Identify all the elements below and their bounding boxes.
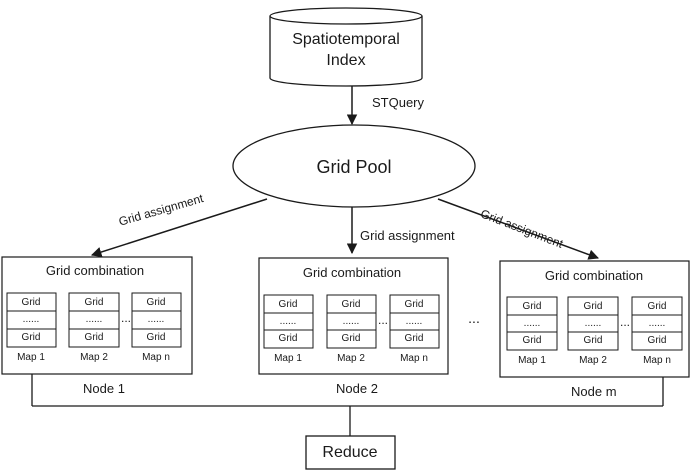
node-2-map-n-top-cell: Grid xyxy=(404,299,424,310)
node-2-map-2-label: Map 2 xyxy=(337,353,365,364)
reduce-box xyxy=(305,435,396,470)
node-2-map-gap: ... xyxy=(377,313,389,327)
node-m-map-2-top-cell: Grid xyxy=(583,301,603,312)
node-m-map-gap: ... xyxy=(619,315,631,329)
node-1-map-2-bottom-cell: Grid xyxy=(84,332,104,343)
node-m-map-1-bottom-cell: Grid xyxy=(522,335,542,346)
node-2-map-2-mid-cell: ...... xyxy=(342,316,360,327)
node-1-map-gap: ... xyxy=(120,311,132,325)
node-m-header: Grid combination xyxy=(544,268,644,283)
node-1-name: Node 1 xyxy=(83,381,125,396)
node-2-map-n-label: Map n xyxy=(400,353,428,364)
spatiotemporal-index-cylinder xyxy=(269,7,423,87)
node-1-map-2-mid-cell: ...... xyxy=(85,314,103,325)
node-m-map-n-top-cell: Grid xyxy=(647,301,667,312)
node-1-map-1-label: Map 1 xyxy=(17,352,45,363)
node-1-map-n-label: Map n xyxy=(142,352,170,363)
grid-pool-ellipse xyxy=(232,124,476,208)
node-m-map-1-label: Map 1 xyxy=(518,355,546,366)
node-1-map-2-label: Map 2 xyxy=(80,352,108,363)
node-2-map-1-bottom-cell: Grid xyxy=(278,333,298,344)
node-2-map-n-mid-cell: ...... xyxy=(405,316,423,327)
node-1-map-1-top-cell: Grid xyxy=(21,297,41,308)
node-m-map-1-mid-cell: ...... xyxy=(523,318,541,329)
map-columns xyxy=(6,292,683,351)
grid-assignment-arrow-node-m xyxy=(437,198,599,260)
node-2-map-2-bottom-cell: Grid xyxy=(341,333,361,344)
node-2-map-1-label: Map 1 xyxy=(274,353,302,364)
node-2-map-2-top-cell: Grid xyxy=(341,299,361,310)
node-2-map-1-mid-cell: ...... xyxy=(279,316,297,327)
node-1-map-1-mid-cell: ...... xyxy=(22,314,40,325)
grid-pool-label: Grid Pool xyxy=(316,157,392,177)
node-1-map-1-bottom-cell: Grid xyxy=(21,332,41,343)
node-m-map-2-bottom-cell: Grid xyxy=(583,335,603,346)
node-m-name: Node m xyxy=(571,384,617,399)
node-1-header: Grid combination xyxy=(45,263,145,278)
node-m-map-2-mid-cell: ...... xyxy=(584,318,602,329)
node-m-map-n-mid-cell: ...... xyxy=(648,318,666,329)
reduce-label: Reduce xyxy=(322,444,378,461)
index-title-line-1: Spatiotemporal xyxy=(292,31,400,48)
reduce-connector xyxy=(31,374,664,436)
stquery-label: STQuery xyxy=(372,95,425,110)
node-1-map-n-mid-cell: ...... xyxy=(147,314,165,325)
node-m-map-n-bottom-cell: Grid xyxy=(647,335,667,346)
node-2-header: Grid combination xyxy=(302,265,402,280)
node-m-map-2-label: Map 2 xyxy=(579,355,607,366)
node-gap-ellipsis: ... xyxy=(468,310,480,326)
node-1-map-n-top-cell: Grid xyxy=(146,297,166,308)
grid-assignment-arrow-node-1 xyxy=(90,198,268,258)
node-2-map-1-top-cell: Grid xyxy=(278,299,298,310)
node-2-name: Node 2 xyxy=(336,381,378,396)
index-title-line-2: Index xyxy=(326,52,366,69)
node-m-map-1-top-cell: Grid xyxy=(522,301,542,312)
grid-assignment-label-center: Grid assignment xyxy=(360,228,455,243)
node-1-map-n-bottom-cell: Grid xyxy=(146,332,166,343)
node-1-map-2-top-cell: Grid xyxy=(84,297,104,308)
node-m-map-n-label: Map n xyxy=(643,355,671,366)
node-2-map-n-bottom-cell: Grid xyxy=(404,333,424,344)
